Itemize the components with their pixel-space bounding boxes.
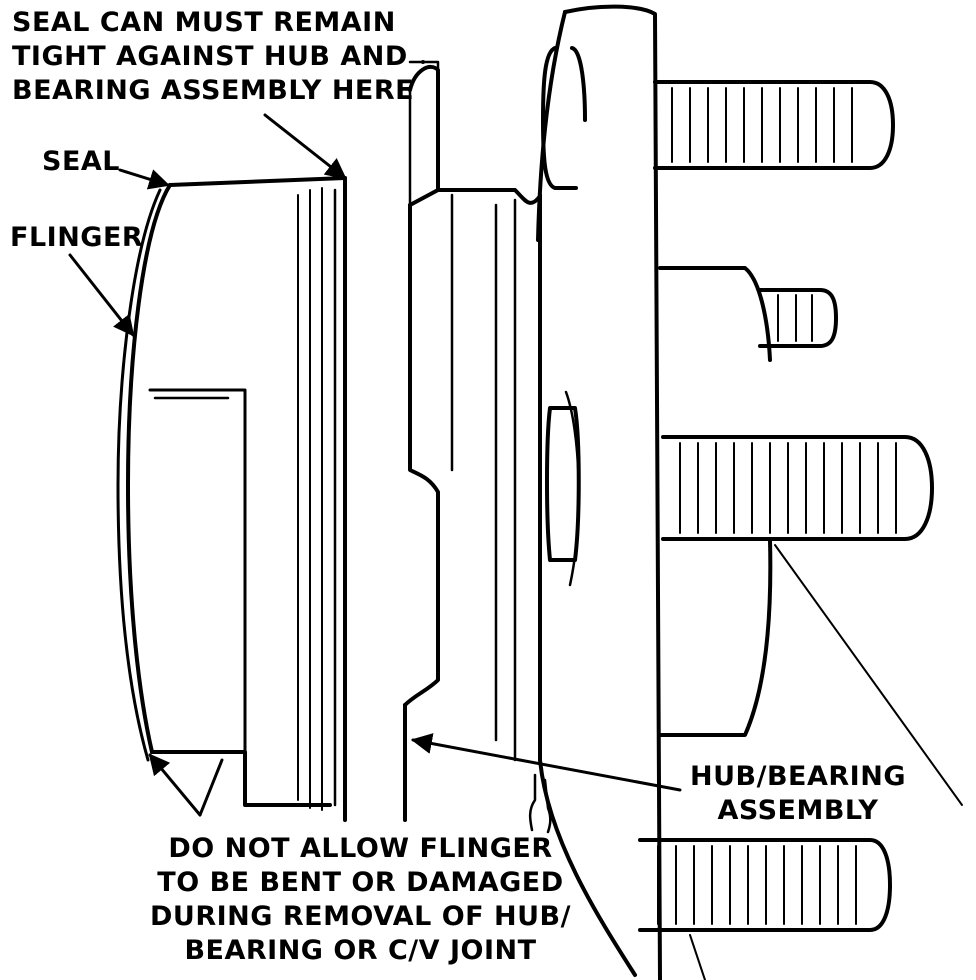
- wheel-stud-middle: [661, 435, 934, 541]
- hub-pilot: [541, 46, 587, 587]
- seal-can-label: SEAL CAN MUST REMAIN TIGHT AGAINST HUB A…: [12, 6, 414, 108]
- hub-bearing-line-1: HUB/BEARING: [690, 761, 906, 792]
- cv-joint-mark: [528, 773, 552, 834]
- seal-can-line-3: BEARING ASSEMBLY HERE: [12, 75, 415, 106]
- seal-can-line-1: SEAL CAN MUST REMAIN: [12, 7, 396, 38]
- wheel-stud-top: [653, 80, 895, 170]
- hub-body: [658, 266, 773, 737]
- hub-bearing-line-2: ASSEMBLY: [717, 795, 879, 826]
- seal-can-line-2: TIGHT AGAINST HUB AND: [12, 41, 408, 72]
- wheel-stud-bottom: [638, 838, 892, 932]
- warning-line-4: BEARING OR C/V JOINT: [184, 935, 537, 966]
- flinger: [116, 188, 162, 762]
- warning-line-3: DURING REMOVAL OF HUB/: [150, 901, 571, 932]
- hub-flange: [536, 4, 662, 980]
- bearing-assembly: [403, 60, 542, 822]
- seal-housing: [126, 176, 347, 807]
- warning-line-2: TO BE BENT OR DAMAGED: [157, 867, 564, 898]
- leaders: [68, 60, 963, 980]
- seal-label: SEAL: [42, 146, 120, 177]
- seal-can-step: [297, 176, 347, 822]
- flinger-label: FLINGER: [10, 222, 144, 253]
- wheel-stud-middle-short: [758, 288, 838, 348]
- warning-line-1: DO NOT ALLOW FLINGER: [168, 833, 553, 864]
- warning-label: DO NOT ALLOW FLINGER TO BE BENT OR DAMAG…: [150, 832, 571, 968]
- hub-bearing-label: HUB/BEARING ASSEMBLY: [690, 760, 906, 828]
